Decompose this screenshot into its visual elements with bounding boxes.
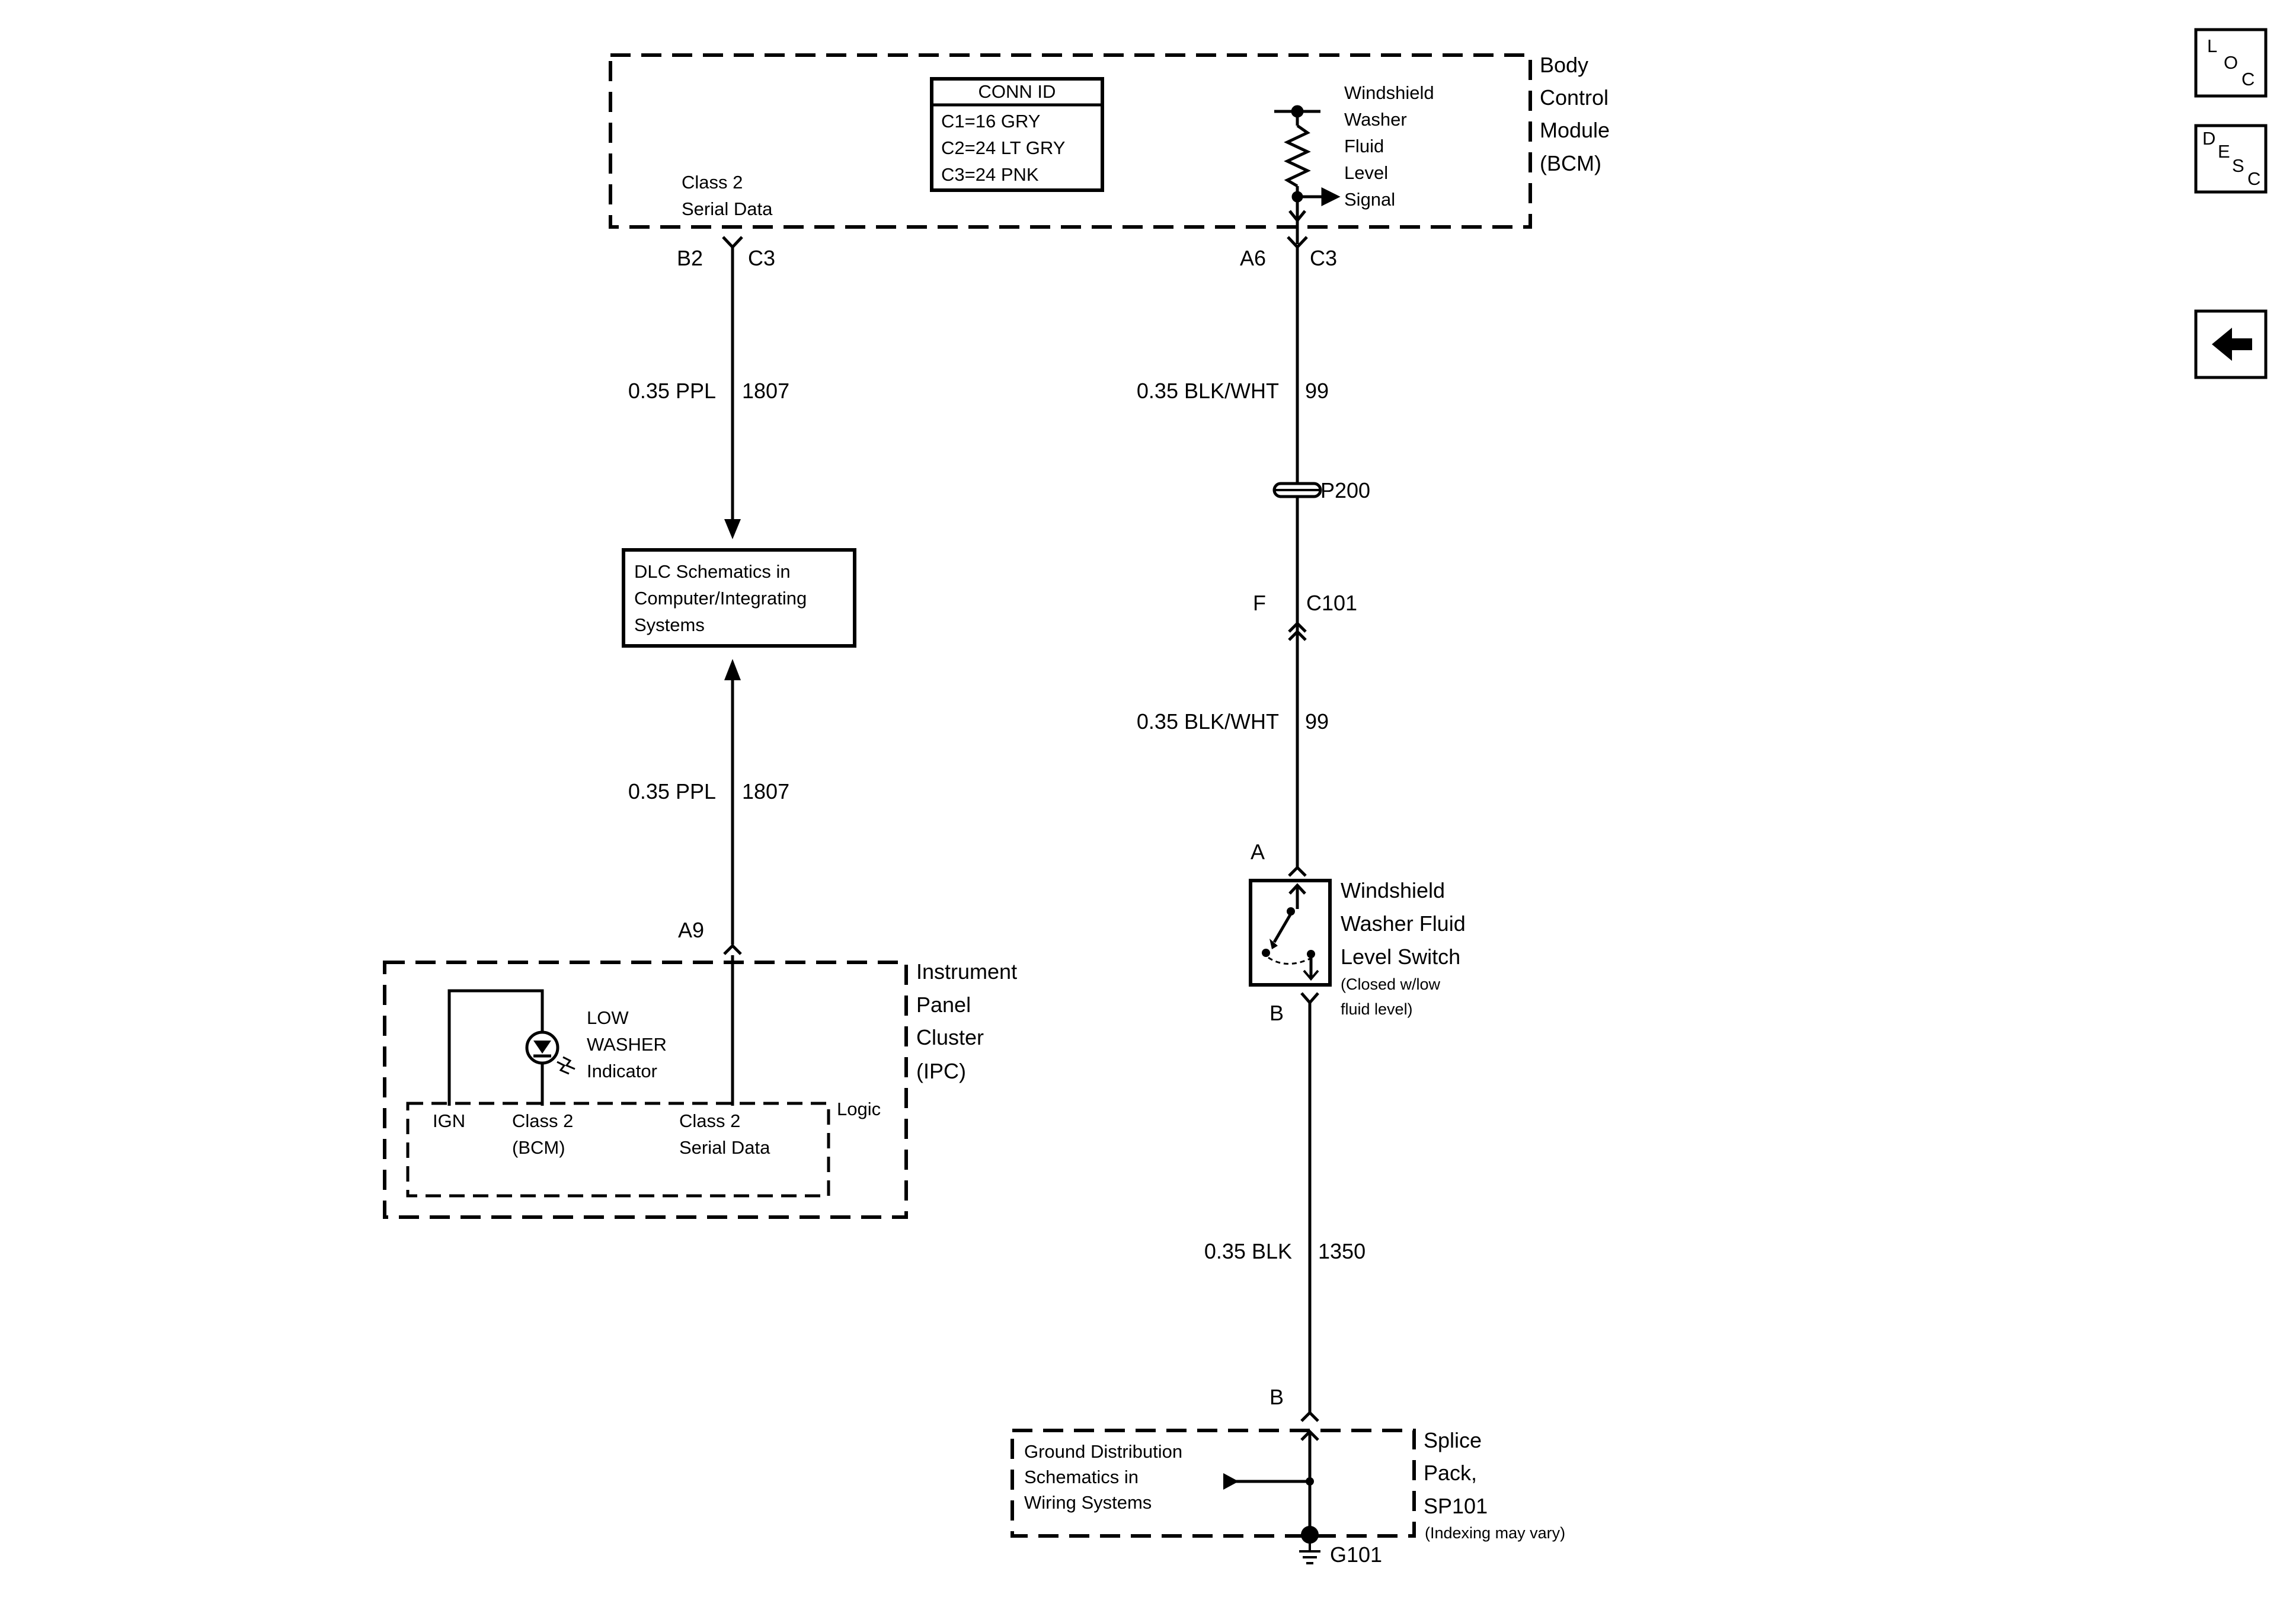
bcm-title-1: Body (1540, 53, 1588, 77)
switch-note: fluid level) (1341, 1000, 1413, 1018)
splice-title-2: Pack, (1424, 1461, 1477, 1485)
ground-dist-text: Wiring Systems (1024, 1492, 1152, 1513)
bcm-connector-c3: C3 (748, 246, 775, 270)
switch-title-2: Washer Fluid (1341, 911, 1466, 936)
bcm-module: Body Control Module (BCM) Class 2 Serial… (609, 53, 1610, 229)
splice-pin-b: B (1269, 1385, 1284, 1409)
loc-letter: O (2224, 52, 2238, 73)
bcm-pin-a6: A6 (1240, 246, 1266, 270)
washer-signal-label-1: Windshield (1344, 82, 1434, 103)
dlc-reference-text: Systems (634, 614, 705, 635)
connector-c101: C101 (1306, 591, 1357, 615)
back-button[interactable] (2194, 309, 2268, 379)
ipc-title-4: (IPC) (916, 1059, 966, 1083)
wire-gauge-label: 0.35 PPL (628, 379, 716, 403)
wire-gauge-label: 0.35 BLK/WHT (1137, 379, 1279, 403)
dlc-reference-box (622, 548, 856, 648)
switch-pin-b: B (1269, 1001, 1284, 1025)
pin-f: F (1253, 591, 1266, 615)
class2-serial-label: Class 2 (679, 1110, 740, 1131)
indicator-label: Indicator (587, 1061, 657, 1081)
light-rays-icon (557, 1056, 575, 1075)
ign-label: IGN (433, 1110, 465, 1131)
indicator-label: LOW (587, 1007, 629, 1028)
washer-signal-label-2: Washer (1344, 109, 1407, 130)
bcm-title-2: Control (1540, 85, 1609, 110)
splice-title-1: Splice (1424, 1428, 1482, 1452)
wire-gauge-label: 0.35 BLK/WHT (1137, 709, 1279, 734)
class2-bcm-label: Class 2 (512, 1110, 573, 1131)
right-circuit: A6 C3 0.35 BLK/WHT 99 P200 F C101 0.35 B… (1137, 236, 1466, 1422)
left-arrow-icon (2212, 328, 2252, 361)
conn-id-table: CONN ID C1=16 GRY C2=24 LT GRY C3=24 PNK (930, 77, 1104, 192)
ground-icon (1299, 1543, 1320, 1564)
left-circuit: B2 C3 0.35 PPL 1807 DLC Schematics in Co… (622, 236, 856, 955)
ground-dist-text: Ground Distribution (1024, 1441, 1182, 1462)
desc-letter: D (2202, 128, 2215, 149)
p200-label: P200 (1320, 478, 1370, 502)
ipc-title-3: Cluster (916, 1025, 984, 1049)
loc-letter: L (2207, 36, 2217, 56)
desc-letter: S (2232, 155, 2244, 176)
bcm-class2-label-1: Class 2 (682, 172, 743, 193)
washer-signal-label-5: Signal (1344, 189, 1395, 210)
wire-gauge-label: 0.35 PPL (628, 779, 716, 804)
splice-pack-sp101: Ground Distribution Schematics in Wiring… (1011, 1429, 1416, 1564)
wire-circuit-number: 1807 (742, 779, 789, 804)
wire-gauge-label: 0.35 BLK (1204, 1239, 1292, 1263)
wire-circuit-number: 99 (1305, 709, 1329, 734)
bcm-title-3: Module (1540, 118, 1610, 142)
pullup-resistor (1274, 105, 1341, 244)
conn-id-row: C1=16 GRY (941, 111, 1040, 132)
class2-bcm-label: (BCM) (512, 1137, 565, 1158)
conn-id-row: C3=24 PNK (941, 164, 1039, 185)
indicator-label: WASHER (587, 1034, 667, 1055)
loc-button[interactable]: L O C (2194, 28, 2268, 98)
ipc-pin-a9: A9 (678, 918, 704, 942)
wire-circuit-number: 1350 (1318, 1239, 1366, 1263)
splice-note: (Indexing may vary) (1425, 1524, 1565, 1542)
bcm-connector-c3: C3 (1310, 246, 1337, 270)
arrow-right-icon (1223, 1473, 1239, 1490)
washer-signal-label-3: Fluid (1344, 136, 1384, 156)
conn-id-row: C2=24 LT GRY (941, 137, 1065, 158)
ground-label-g101: G101 (1330, 1542, 1382, 1567)
ipc-module: Instrument Panel Cluster (IPC) LOW WASHE… (383, 955, 1017, 1219)
class2-serial-label: Serial Data (679, 1137, 770, 1158)
desc-button[interactable]: D E S C (2194, 124, 2268, 194)
bcm-class2-label-2: Serial Data (682, 199, 773, 219)
wire-circuit-number: 99 (1305, 379, 1329, 403)
desc-letter: E (2218, 141, 2230, 162)
dlc-reference-text: Computer/Integrating (634, 588, 807, 609)
loc-letter: C (2241, 69, 2255, 89)
ground-dist-text: Schematics in (1024, 1467, 1139, 1487)
bcm-pin-b2: B2 (677, 246, 703, 270)
dlc-reference-text: DLC Schematics in (634, 561, 791, 582)
splice-title-3: SP101 (1424, 1494, 1488, 1518)
desc-letter: C (2247, 168, 2260, 189)
pass-through-p200 (1272, 482, 1322, 498)
conn-id-header: CONN ID (978, 81, 1056, 102)
switch-pin-a: A (1251, 840, 1265, 864)
switch-title-3: Level Switch (1341, 945, 1460, 969)
wire-circuit-number: 1807 (742, 379, 789, 403)
ipc-title-1: Instrument (916, 959, 1017, 984)
logic-label: Logic (837, 1099, 881, 1119)
switch-note: (Closed w/low (1341, 975, 1441, 993)
bcm-title-4: (BCM) (1540, 151, 1601, 175)
washer-signal-label-4: Level (1344, 162, 1388, 183)
ipc-title-2: Panel (916, 993, 971, 1017)
switch-title-1: Windshield (1341, 878, 1445, 902)
level-switch (1249, 879, 1332, 987)
